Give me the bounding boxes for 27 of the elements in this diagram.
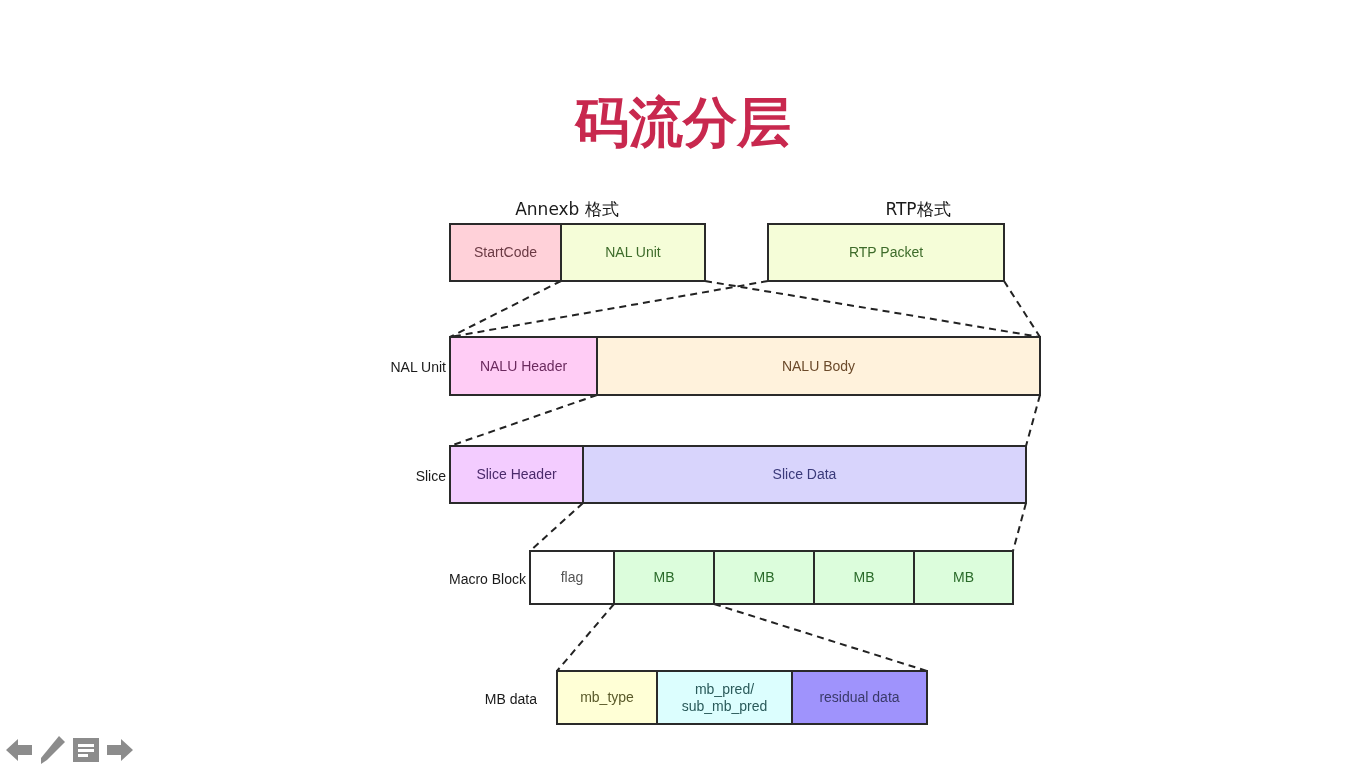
field-cell: MB	[813, 550, 915, 605]
leader-line	[449, 280, 562, 338]
leader-line	[556, 603, 615, 672]
field-cell: mb_type	[556, 670, 658, 725]
field-cell: MB	[613, 550, 715, 605]
field-cell: StartCode	[449, 223, 562, 282]
field-cell: RTP Packet	[767, 223, 1005, 282]
format-heading: Annexb 格式	[515, 198, 619, 222]
row-label: NAL Unit	[390, 357, 446, 377]
field-cell: flag	[529, 550, 615, 605]
field-cell: Slice Header	[449, 445, 584, 504]
field-cell: MB	[713, 550, 815, 605]
leader-line	[1003, 280, 1041, 338]
field-cell: MB	[913, 550, 1014, 605]
field-cell: mb_pred/ sub_mb_pred	[656, 670, 793, 725]
field-cell: NALU Header	[449, 336, 598, 396]
format-heading: RTP格式	[885, 198, 951, 222]
row-label: Slice	[415, 466, 446, 486]
leader-line	[1025, 394, 1041, 447]
field-cell: NALU Body	[596, 336, 1041, 396]
field-cell: NAL Unit	[560, 223, 706, 282]
title: 码流分层	[573, 96, 792, 150]
field-cell: Slice Data	[582, 445, 1027, 504]
row-label: MB data	[484, 689, 537, 709]
field-cell: residual data	[791, 670, 928, 725]
leader-line	[1012, 502, 1027, 552]
row-label: Macro Block	[448, 569, 526, 589]
